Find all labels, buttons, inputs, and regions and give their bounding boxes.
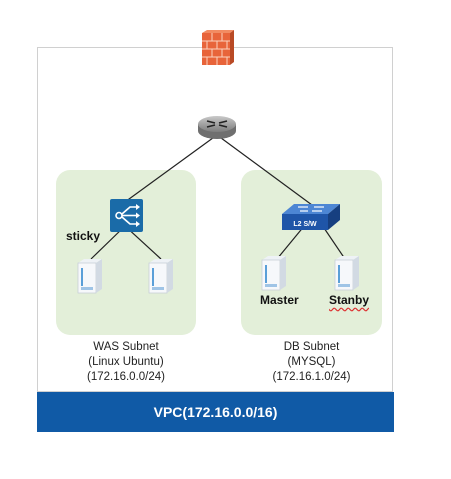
was-subnet-os: (Linux Ubuntu) (88, 356, 164, 368)
server-icon (148, 259, 173, 294)
switch-to-standby-line (321, 224, 346, 260)
was-subnet-cidr: (172.16.0.0/24) (86, 371, 165, 383)
router-icon (198, 116, 236, 139)
was-subnet-area (56, 170, 196, 335)
switch-to-master-line (276, 224, 306, 260)
db-subnet-name: DB Subnet (283, 341, 340, 353)
db-subnet-cidr: (172.16.1.0/24) (272, 371, 351, 383)
server-icon (261, 256, 286, 291)
db-subnet-caption: DB Subnet (MYSQL) (172.16.1.0/24) (241, 340, 382, 385)
load-balancer-icon (110, 199, 143, 232)
firewall-icon (202, 30, 234, 65)
vpc-label: VPC(172.16.0.0/16) (153, 404, 278, 420)
switch-label: L2 S/W (293, 221, 317, 228)
db-subnet-engine: (MYSQL) (287, 356, 336, 368)
server-icon (334, 256, 359, 291)
standby-label: Stanby (329, 293, 370, 307)
db-subnet-area (241, 170, 382, 335)
was-subnet-caption: WAS Subnet (Linux Ubuntu) (172.16.0.0/24… (56, 340, 196, 385)
master-label: Master (260, 293, 299, 307)
router-to-lb-line (124, 134, 218, 203)
vpc-label-bar: VPC(172.16.0.0/16) (37, 392, 394, 432)
lb-sticky-label: sticky (66, 229, 101, 243)
was-subnet-name: WAS Subnet (93, 341, 159, 353)
router-to-switch-line (216, 134, 313, 206)
l2-switch-icon: L2 S/W (282, 204, 340, 230)
server-icon (77, 259, 102, 294)
